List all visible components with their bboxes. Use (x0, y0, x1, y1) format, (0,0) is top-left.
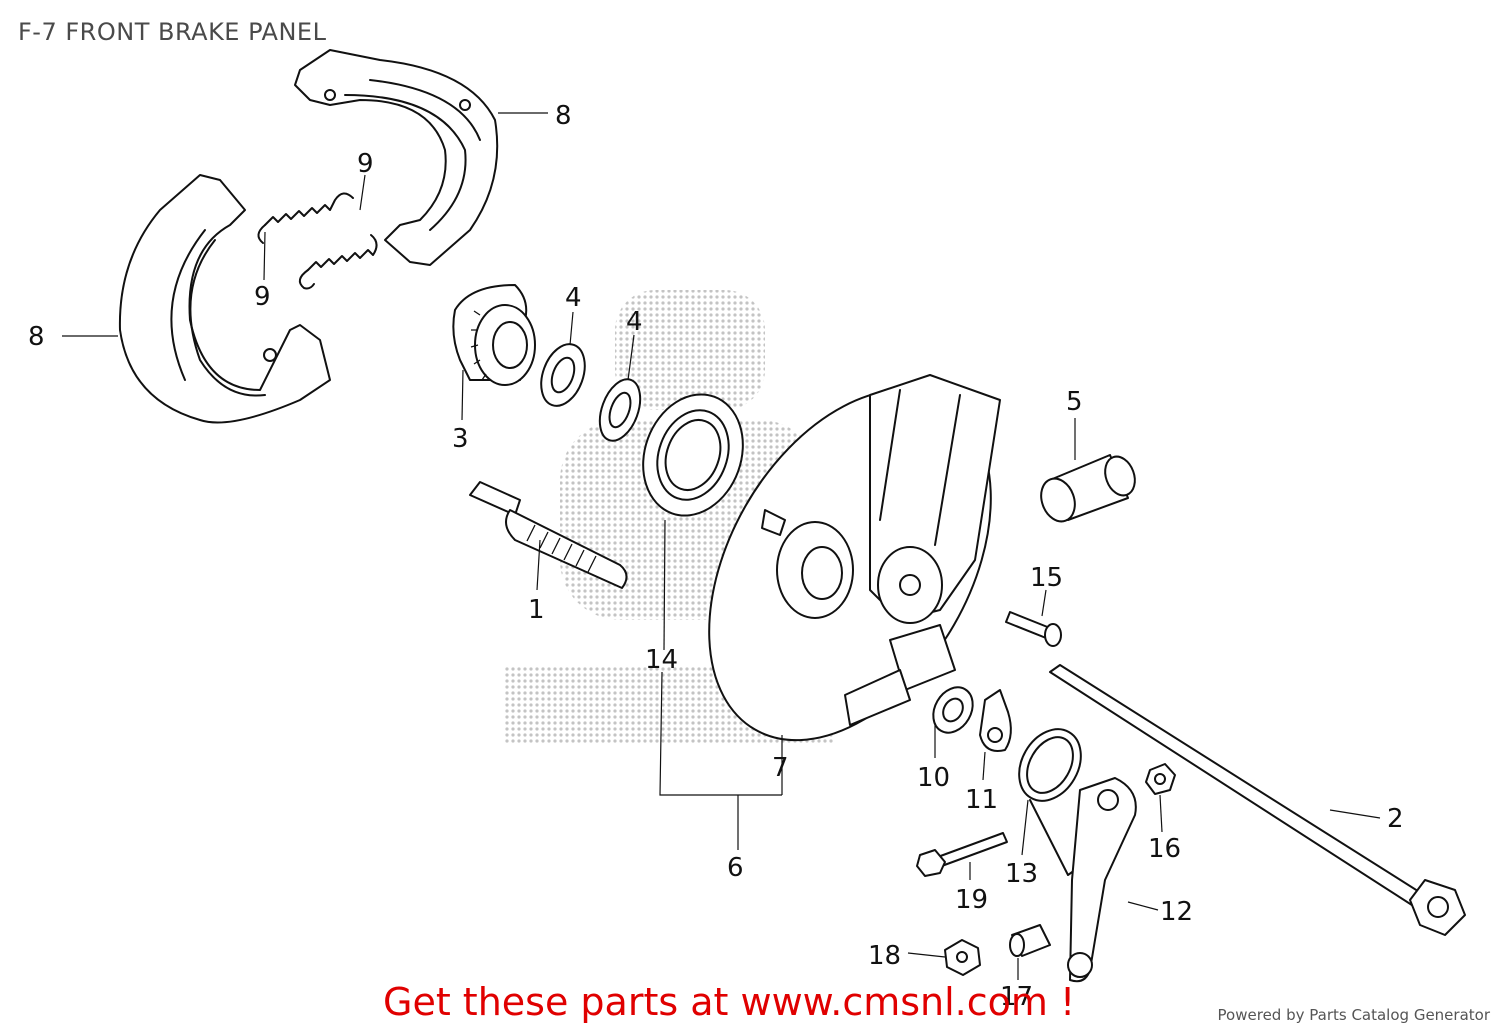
brake-panel[interactable] (651, 340, 1049, 789)
page-title: F-7 FRONT BRAKE PANEL (18, 18, 327, 46)
callout-1: 1 (528, 595, 545, 625)
callout-6: 6 (727, 853, 744, 883)
callout-4-first: 4 (565, 283, 582, 313)
callout-8-upper: 8 (555, 101, 572, 131)
callout-2: 2 (1387, 804, 1404, 834)
bushing[interactable] (1035, 452, 1140, 526)
bolt-15[interactable] (1005, 611, 1062, 647)
spring-lower[interactable] (298, 234, 378, 290)
callout-10: 10 (917, 763, 950, 793)
callout-5: 5 (1066, 387, 1083, 417)
callout-9-upper: 9 (357, 149, 374, 179)
brake-shoe-upper[interactable] (294, 49, 499, 266)
callout-9-lower: 9 (254, 282, 271, 312)
callout-8-lower: 8 (28, 322, 45, 352)
washer-4a[interactable] (533, 338, 592, 412)
washer-4b[interactable] (592, 374, 648, 446)
indicator-plate[interactable] (979, 689, 1012, 752)
axle[interactable] (1049, 664, 1466, 936)
callout-15: 15 (1030, 563, 1063, 593)
nut-16[interactable] (1145, 763, 1176, 795)
brake-arm[interactable] (1067, 777, 1137, 983)
callout-7: 7 (772, 753, 789, 783)
bolt-19[interactable] (916, 832, 1008, 877)
oil-seal[interactable] (627, 380, 760, 529)
callout-12: 12 (1160, 897, 1193, 927)
callout-13: 13 (1005, 859, 1038, 889)
brake-cam[interactable] (469, 481, 628, 589)
leader-lines (62, 112, 1381, 980)
washer-10[interactable] (925, 680, 980, 740)
callout-3: 3 (452, 424, 469, 454)
callout-4-second: 4 (626, 307, 643, 337)
callout-numbers: 8 8 9 9 3 4 4 1 14 7 6 5 15 2 10 11 13 1… (28, 101, 1404, 1012)
collar-17[interactable] (1009, 924, 1051, 957)
callout-11: 11 (965, 785, 998, 815)
callout-16: 16 (1148, 834, 1181, 864)
spring-upper[interactable] (257, 192, 354, 244)
brake-shoe-lower[interactable] (118, 174, 331, 424)
nut-18[interactable] (944, 939, 981, 976)
powered-by-label: Powered by Parts Catalog Generator (1217, 1006, 1490, 1024)
callout-19: 19 (955, 885, 988, 915)
callout-14: 14 (645, 645, 678, 675)
callout-17: 17 (1000, 982, 1033, 1012)
callout-18: 18 (868, 941, 901, 971)
speedometer-gear[interactable] (452, 284, 536, 386)
cta-link[interactable]: Get these parts at www.cmsnl.com ! (383, 980, 1076, 1024)
